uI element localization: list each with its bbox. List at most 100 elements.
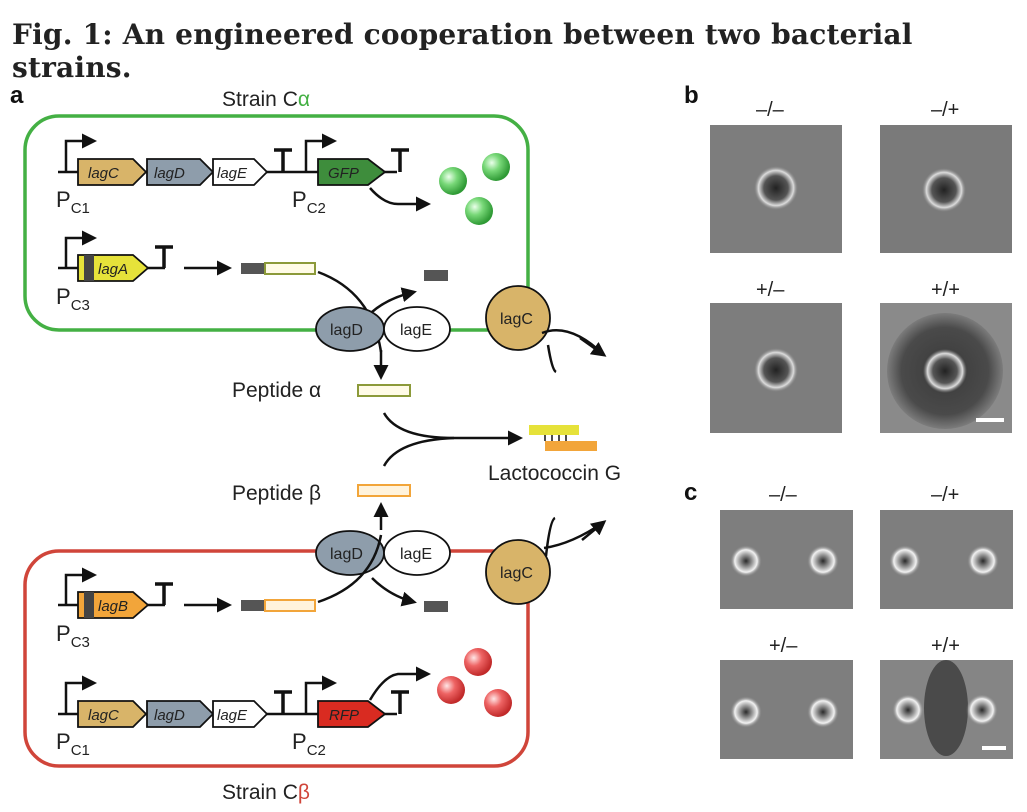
condition-label: +/–: [756, 279, 785, 301]
promoter-arrow: [304, 675, 337, 714]
protein-lagE-beta: [383, 530, 451, 576]
terminator-icon: [274, 690, 292, 714]
beta-operon-2: lagC lagD lagE RFP PC1 PC2: [56, 648, 512, 759]
condition-label: –/+: [931, 99, 959, 121]
protein-lagE-alpha: [383, 306, 451, 352]
alpha-operon-2: lagA PC3: [56, 230, 316, 314]
condition-label: +/+: [931, 635, 960, 657]
promoter-label-pc1-beta: PC1: [56, 729, 90, 759]
rfp-protein-icon: [437, 676, 465, 704]
promoter-label-pc3-beta: PC3: [56, 621, 90, 651]
svg-text:lagE: lagE: [217, 165, 248, 182]
plate-c-mp: [880, 510, 1013, 609]
combination-arrow: [382, 412, 523, 446]
gfp-protein-icon: [465, 197, 493, 225]
condition-label: –/–: [769, 484, 798, 506]
gene-lagA: [77, 254, 150, 282]
gfp-protein-icon: [439, 167, 467, 195]
promoter-arrow: [64, 567, 97, 605]
gene-lagE: [212, 700, 269, 728]
strain-alpha-cell: [23, 114, 530, 332]
peptide-beta-icon: [357, 484, 411, 497]
prepeptide-beta-icon: [264, 599, 316, 612]
leader-peptide-icon: [241, 600, 265, 611]
svg-text:lagC: lagC: [500, 311, 533, 328]
condition-label: +/+: [931, 279, 960, 301]
promoter-arrow: [64, 133, 97, 172]
peptide-alpha-label: Peptide α: [232, 379, 321, 402]
prepeptide-alpha-icon: [264, 262, 316, 275]
svg-text:lagC: lagC: [500, 565, 533, 582]
terminator-icon: [274, 148, 292, 172]
lactococcin-alpha-chain: [529, 425, 579, 435]
gene-lagD: [146, 700, 215, 728]
plate-b-mp: [880, 125, 1012, 253]
gene-RFP: [317, 700, 387, 728]
plate-c-pm: [720, 660, 853, 759]
plate-b-pp: [880, 303, 1012, 433]
rfp-protein-icon: [464, 648, 492, 676]
terminator-icon: [391, 690, 409, 714]
promoter-label-pc2-beta: PC2: [292, 729, 326, 759]
gene-lagC: [77, 700, 148, 728]
panel-label-a: a: [10, 82, 24, 109]
promoter-label-pc1: PC1: [56, 187, 90, 217]
promoter-arrow: [64, 230, 97, 268]
condition-label: +/–: [769, 635, 798, 657]
svg-text:lagA: lagA: [98, 261, 128, 278]
svg-text:lagE: lagE: [217, 707, 248, 724]
terminator-icon: [155, 582, 173, 605]
terminator-icon: [391, 148, 409, 172]
gene-lagC: [77, 158, 148, 186]
expression-arrow: [368, 666, 431, 701]
strain-alpha-label: Strain Cα: [222, 88, 310, 111]
plate-c-mm: [720, 510, 853, 609]
promoter-label-pc2: PC2: [292, 187, 326, 217]
terminator-icon: [155, 245, 173, 268]
strain-beta-label: Strain Cβ: [222, 781, 310, 804]
promoter-arrow: [64, 675, 97, 714]
gene-GFP: [317, 158, 387, 186]
inhibition-zone: [924, 660, 968, 756]
lactococcin-label: Lactococcin G: [488, 462, 621, 485]
svg-text:lagE: lagE: [400, 322, 432, 339]
lactococcin-beta-chain: [545, 441, 597, 451]
alpha-operon-1: lagC lagD lagE GFP PC1 PC2: [56, 133, 510, 225]
condition-label: –/–: [756, 99, 785, 121]
svg-text:lagD: lagD: [330, 546, 363, 563]
plate-c-pp: [880, 660, 1013, 759]
peptide-beta-label: Peptide β: [232, 482, 321, 505]
svg-text:lagB: lagB: [98, 598, 128, 615]
panel-label-c: c: [684, 479, 697, 506]
peptide-alpha-icon: [357, 384, 411, 397]
svg-text:lagD: lagD: [154, 165, 185, 182]
gene-lagE: [212, 158, 269, 186]
plate-b-mm: [710, 125, 842, 253]
cleaved-leader-icon: [424, 601, 448, 612]
cleaved-leader-icon: [424, 270, 448, 281]
condition-label: –/+: [931, 484, 959, 506]
svg-text:RFP: RFP: [329, 707, 359, 724]
promoter-label-pc3: PC3: [56, 284, 90, 314]
svg-text:GFP: GFP: [328, 165, 359, 182]
scale-bar: [976, 418, 1004, 422]
svg-text:lagD: lagD: [154, 707, 185, 724]
rfp-protein-icon: [484, 689, 512, 717]
svg-text:lagE: lagE: [400, 546, 432, 563]
promoter-arrow: [304, 133, 337, 172]
svg-text:lagD: lagD: [330, 322, 363, 339]
strain-beta-cell: [23, 549, 530, 768]
expression-arrow: [369, 187, 431, 212]
svg-text:lagC: lagC: [88, 165, 119, 182]
protein-lagC-beta: [485, 539, 551, 605]
beta-operon-1: lagB PC3: [56, 567, 316, 651]
scale-bar: [982, 746, 1006, 750]
leader-peptide-icon: [241, 263, 265, 274]
gene-lagD: [146, 158, 215, 186]
svg-text:lagC: lagC: [88, 707, 119, 724]
figure-title: Fig. 1: An engineered cooperation betwee…: [12, 18, 913, 84]
plate-b-pm: [710, 303, 842, 433]
gene-lagB: [77, 591, 150, 619]
gfp-protein-icon: [482, 153, 510, 181]
panel-label-b: b: [684, 82, 699, 109]
